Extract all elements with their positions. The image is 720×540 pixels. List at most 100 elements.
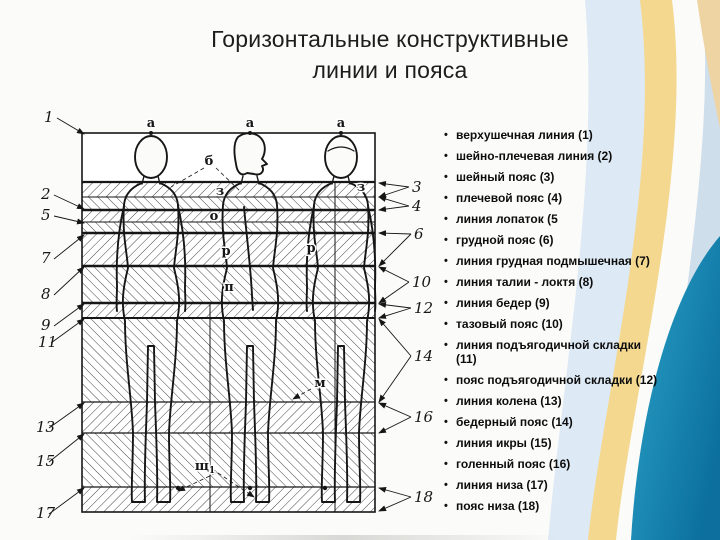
diagram-number-label: 9 <box>41 316 51 334</box>
legend-item: • линия колена (13) <box>444 394 664 408</box>
bullet-icon: • <box>444 234 448 246</box>
diagram-number-label: 12 <box>414 299 433 317</box>
legend-item-text: линия бедер (9) <box>456 296 550 310</box>
bullet-icon: • <box>444 395 448 407</box>
diagram-number-label: 7 <box>41 249 51 267</box>
bullet-icon: • <box>444 339 448 351</box>
bullet-icon: • <box>444 192 448 204</box>
legend-list: • верхушечная линия (1) • шейно-плечевая… <box>444 128 664 520</box>
diagram-number-label: 16 <box>414 408 434 426</box>
legend-item-text: тазовый пояс (10) <box>456 317 563 331</box>
hatched-band <box>82 402 375 433</box>
bullet-icon: • <box>444 255 448 267</box>
legend-item: • плечевой пояс (4) <box>444 191 664 205</box>
hatched-band <box>82 210 375 222</box>
bullet-icon: • <box>444 458 448 470</box>
bullet-icon: • <box>444 213 448 225</box>
diagram-letter-label: а <box>246 116 255 131</box>
legend-item-text: линия низа (17) <box>456 478 548 492</box>
diagram-number-label: 14 <box>414 347 433 365</box>
legend-item: • пояс низа (18) <box>444 499 664 513</box>
diagram-number-label: 15 <box>36 452 55 470</box>
diagram-number-label: 11 <box>38 333 57 351</box>
legend-item-text: линия грудная подмышечная (7) <box>456 254 650 268</box>
legend-item: • грудной пояс (6) <box>444 233 664 247</box>
bullet-icon: • <box>444 276 448 288</box>
legend-item: • пояс подъягодичной складки (12) <box>444 373 664 387</box>
hatched-band <box>82 222 375 233</box>
diagram-letter-label: о <box>210 209 219 224</box>
legend-item-text: линия талии - локтя (8) <box>456 275 594 289</box>
legend-item: • линия лопаток (5 <box>444 212 664 226</box>
bullet-icon: • <box>444 374 448 386</box>
legend-item-text: пояс подъягодичной складки (12) <box>456 373 658 387</box>
diagram-number-label: 3 <box>412 178 422 196</box>
hatched-band <box>82 197 375 210</box>
bullet-icon: • <box>444 479 448 491</box>
legend-item-text: линия подъягодичной складки (11) <box>456 338 641 366</box>
figure-front-view <box>115 135 187 503</box>
legend-item-text: пояс низа (18) <box>456 499 540 513</box>
legend-item: • линия низа (17) <box>444 478 664 492</box>
legend-item: • линия бедер (9) <box>444 296 664 310</box>
legend-item-text: линия икры (15) <box>456 436 552 450</box>
letter-leader-lines <box>170 167 312 498</box>
legend-item-text: шейно-плечевая линия (2) <box>456 149 613 163</box>
legend-item: • линия подъягодичной складки (11) <box>444 338 664 366</box>
bottom-edge-shadow <box>130 535 560 540</box>
hatched-band <box>82 303 375 318</box>
diagram-number-label: 2 <box>40 185 51 203</box>
legend-item-text: плечевой пояс (4) <box>456 191 563 205</box>
bullet-icon: • <box>444 500 448 512</box>
legend-item-text: линия колена (13) <box>456 394 562 408</box>
diagram-letter-label: м <box>314 376 325 391</box>
hatched-band <box>82 233 375 266</box>
hatched-band <box>82 487 375 512</box>
title-line-2: линии и пояса <box>312 57 468 83</box>
diagram-letter-label: а <box>147 116 156 131</box>
bullet-icon: • <box>444 297 448 309</box>
hatched-band <box>82 266 375 303</box>
bullet-icon: • <box>444 437 448 449</box>
slide-title: Горизонтальные конструктивные линии и по… <box>140 24 640 86</box>
hatched-band <box>82 433 375 487</box>
decor-teal-corner <box>631 236 720 540</box>
diagram-number-label: 13 <box>36 418 55 436</box>
legend-item-text: линия лопаток (5 <box>456 212 558 226</box>
diagram-number-label: 6 <box>414 225 424 243</box>
diagram-number-label: 4 <box>411 197 422 215</box>
legend-item-text: грудной пояс (6) <box>456 233 554 247</box>
title-line-1: Горизонтальные конструктивные <box>211 26 569 52</box>
legend-item: • голенный пояс (16) <box>444 457 664 471</box>
diagram-number-label: 1 <box>44 108 54 126</box>
diagram-number-label: 18 <box>414 488 433 506</box>
legend-item: • тазовый пояс (10) <box>444 317 664 331</box>
diagram-number-label: 5 <box>41 206 51 224</box>
bullet-icon: • <box>444 171 448 183</box>
bullet-icon: • <box>444 150 448 162</box>
bullet-icon: • <box>444 318 448 330</box>
legend-item: • линия талии - локтя (8) <box>444 275 664 289</box>
diagram-number-label: 17 <box>36 504 56 522</box>
diagram-letter-label: з <box>357 180 365 195</box>
legend-item-text: бедерный пояс (14) <box>456 415 573 429</box>
bullet-icon: • <box>444 129 448 141</box>
diagram-letter-label: з <box>216 184 224 199</box>
diagram-letter-label: р <box>306 241 315 256</box>
diagram-number-label: 10 <box>412 273 432 291</box>
legend-item-text: верхушечная линия (1) <box>456 128 593 142</box>
diagram-number-label: 8 <box>41 285 51 303</box>
diagram-letter-label: б <box>205 154 214 169</box>
decor-tan-corner <box>697 0 720 128</box>
diagram-letter-label: а <box>337 116 346 131</box>
legend-item: • шейный пояс (3) <box>444 170 664 184</box>
diagram-letter-label: р <box>221 244 230 259</box>
legend-item: • шейно-плечевая линия (2) <box>444 149 664 163</box>
legend-item: • линия грудная подмышечная (7) <box>444 254 664 268</box>
legend-item-text: голенный пояс (16) <box>456 457 571 471</box>
legend-item: • верхушечная линия (1) <box>444 128 664 142</box>
hatched-band <box>82 182 375 197</box>
